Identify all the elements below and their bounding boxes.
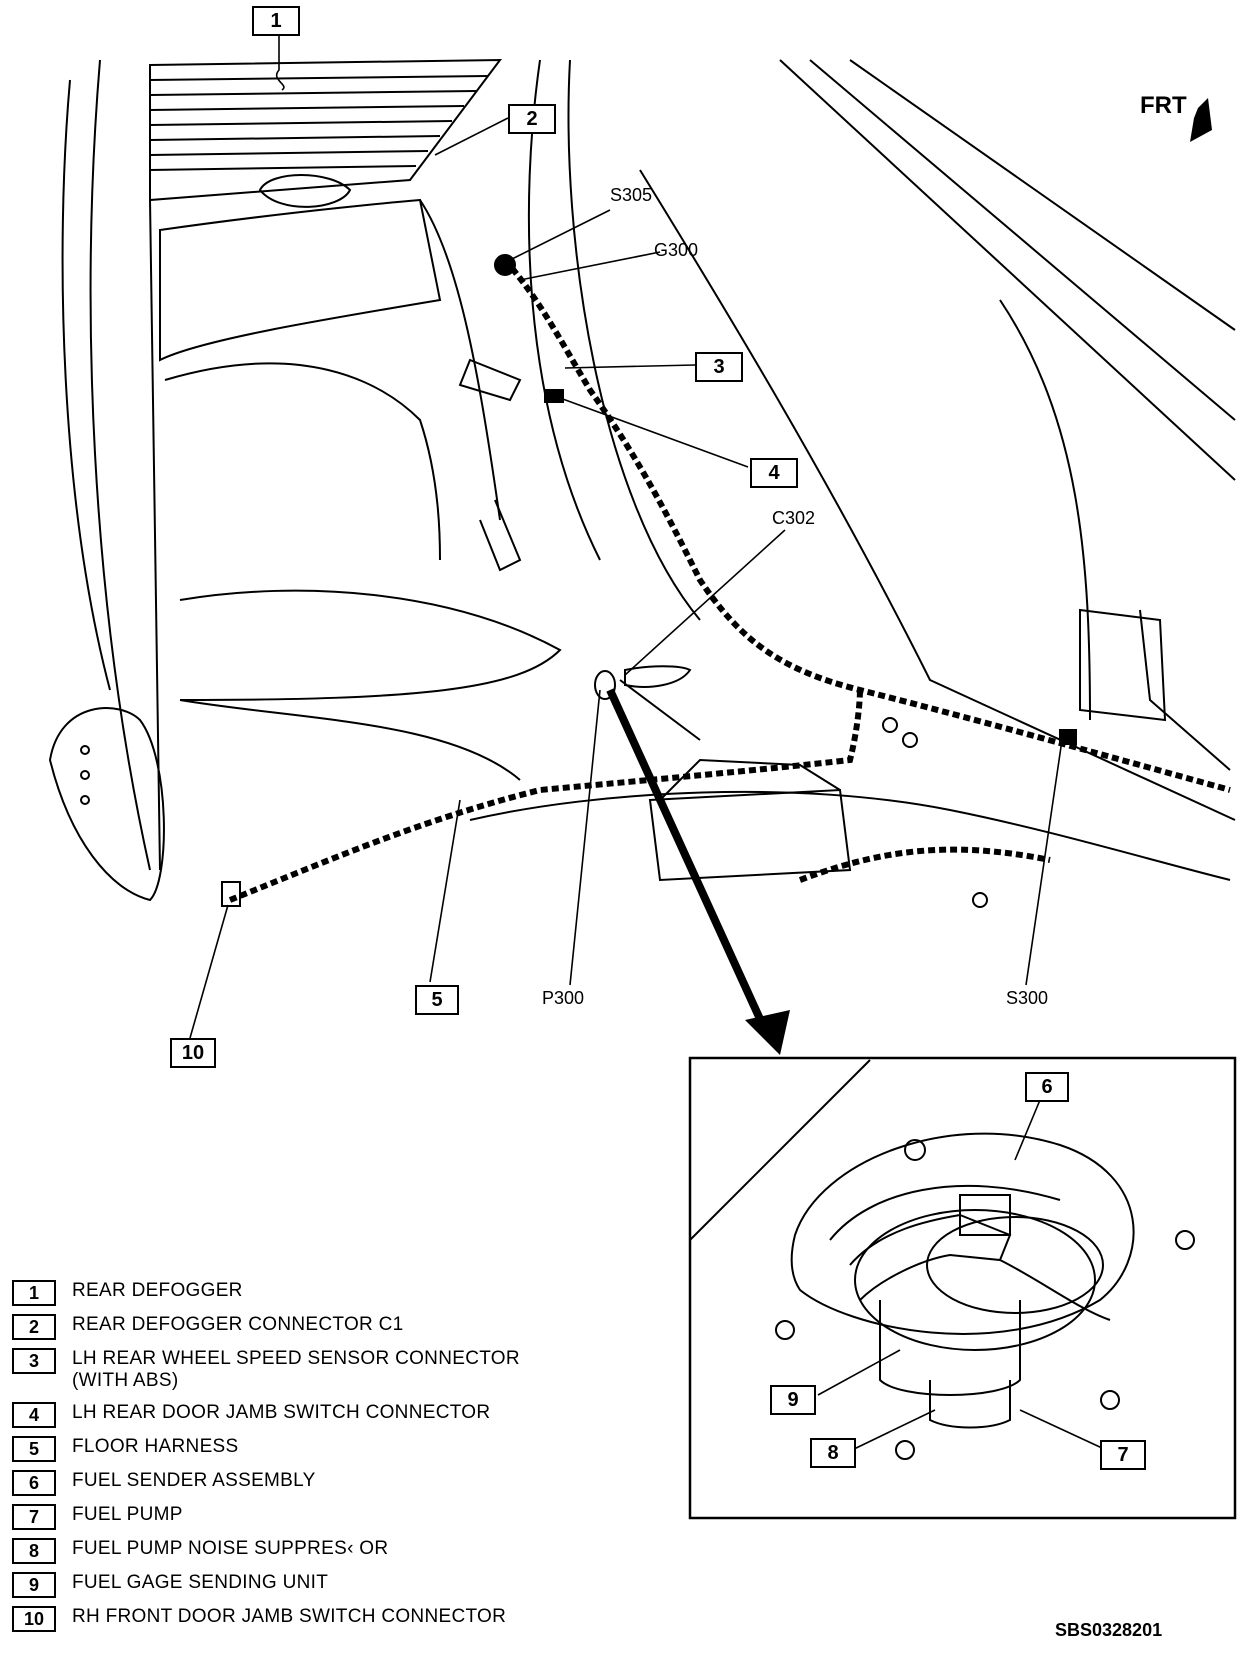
splice-s305-label: S305 [610, 185, 653, 205]
legend-number: 1 [12, 1280, 56, 1306]
legend-label: REAR DEFOGGER [72, 1280, 243, 1301]
figure-code: SBS0328201 [1055, 1620, 1163, 1640]
callout-5: 5 [415, 985, 459, 1015]
callout-4: 4 [750, 458, 798, 488]
ground-g300-label: G300 [654, 240, 699, 260]
front-direction-arrow-icon [1190, 98, 1212, 142]
legend-label: LH REAR WHEEL SPEED SENSOR CONNECTOR (WI… [72, 1348, 520, 1392]
legend-label: FUEL PUMP NOISE SUPPRES‹ OR [72, 1538, 389, 1559]
legend-number: 4 [12, 1402, 56, 1428]
connector-c302-label: C302 [772, 508, 816, 528]
legend-number: 7 [12, 1504, 56, 1530]
legend-item: 6 FUEL SENDER ASSEMBLY [12, 1470, 612, 1504]
legend-number: 6 [12, 1470, 56, 1496]
legend-number: 8 [12, 1538, 56, 1564]
legend-item: 7 FUEL PUMP [12, 1504, 612, 1538]
callout-8: 8 [810, 1438, 856, 1468]
legend-number: 10 [12, 1606, 56, 1632]
passthrough-p300-label: P300 [542, 988, 585, 1008]
legend-number: 9 [12, 1572, 56, 1598]
legend-label: LH REAR DOOR JAMB SWITCH CONNECTOR [72, 1402, 491, 1423]
fuel-sender-inset [688, 1056, 1237, 1520]
legend-label-line1: LH REAR WHEEL SPEED SENSOR CONNECTOR [72, 1348, 520, 1369]
parts-legend: 1 REAR DEFOGGER 2 REAR DEFOGGER CONNECTO… [12, 1280, 612, 1640]
legend-item: 2 REAR DEFOGGER CONNECTOR C1 [12, 1314, 612, 1348]
legend-item: 3 LH REAR WHEEL SPEED SENSOR CONNECTOR (… [12, 1348, 612, 1402]
callout-10: 10 [170, 1038, 216, 1068]
front-orientation-label: FRT [1140, 92, 1187, 119]
legend-number: 3 [12, 1348, 56, 1374]
legend-item: 9 FUEL GAGE SENDING UNIT [12, 1572, 612, 1606]
legend-number: 2 [12, 1314, 56, 1340]
legend-label-line2: (WITH ABS) [72, 1370, 179, 1391]
callout-6: 6 [1025, 1072, 1069, 1102]
legend-label: FUEL PUMP [72, 1504, 183, 1525]
callout-1: 1 [252, 6, 300, 36]
splice-s300-label: S300 [1006, 988, 1049, 1008]
legend-number: 5 [12, 1436, 56, 1462]
legend-item: 5 FLOOR HARNESS [12, 1436, 612, 1470]
legend-item: 1 REAR DEFOGGER [12, 1280, 612, 1314]
legend-label: FLOOR HARNESS [72, 1436, 239, 1457]
callout-3: 3 [695, 352, 743, 382]
legend-item: 4 LH REAR DOOR JAMB SWITCH CONNECTOR [12, 1402, 612, 1436]
floor-harness [228, 258, 1231, 903]
rear-window [149, 58, 503, 202]
legend-label: REAR DEFOGGER CONNECTOR C1 [72, 1314, 404, 1335]
leader-lines [189, 35, 1063, 1039]
legend-label: FUEL GAGE SENDING UNIT [72, 1572, 329, 1593]
callout-9: 9 [770, 1385, 816, 1415]
legend-label: FUEL SENDER ASSEMBLY [72, 1470, 316, 1491]
legend-label: RH FRONT DOOR JAMB SWITCH CONNECTOR [72, 1606, 507, 1627]
detail-arrow [606, 688, 790, 1055]
legend-item: 10 RH FRONT DOOR JAMB SWITCH CONNECTOR [12, 1606, 612, 1640]
callout-2: 2 [508, 104, 556, 134]
callout-7: 7 [1100, 1440, 1146, 1470]
legend-item: 8 FUEL PUMP NOISE SUPPRES‹ OR [12, 1538, 612, 1572]
